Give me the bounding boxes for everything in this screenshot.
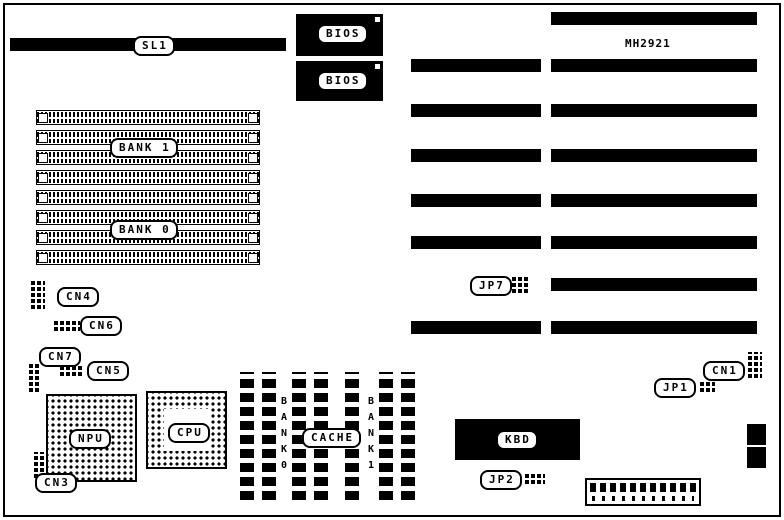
bios-notch	[375, 17, 380, 22]
simm-socket	[36, 190, 260, 205]
cn1-connector	[748, 352, 762, 378]
sl1-label: SL1	[133, 36, 175, 56]
kbd-label: KBD	[496, 430, 538, 450]
expansion-slot	[411, 321, 541, 334]
keyboard-din-connector	[747, 424, 766, 445]
jp1-jumper-block	[700, 380, 715, 392]
npu-label: NPU	[69, 429, 111, 449]
expansion-slot	[411, 149, 541, 162]
expansion-slot	[411, 236, 541, 249]
cn7-label: CN7	[39, 347, 81, 367]
cache-bank0-label: BANK0	[276, 372, 292, 500]
pin-header-row	[590, 483, 696, 492]
bank1-label: BANK 1	[110, 138, 178, 158]
cache-label: CACHE	[302, 428, 362, 448]
jp2-jumper-block	[525, 472, 545, 484]
simm-socket	[36, 170, 260, 185]
expansion-slot	[551, 104, 757, 117]
bottom-pin-header	[585, 478, 701, 506]
cache-chip-grid	[240, 372, 276, 500]
expansion-slot	[551, 149, 757, 162]
expansion-slot	[551, 12, 757, 25]
cn4-label: CN4	[57, 287, 99, 307]
jp7-label: JP7	[470, 276, 512, 296]
expansion-slot	[411, 194, 541, 207]
jp1-label: JP1	[654, 378, 696, 398]
bank0-label: BANK 0	[110, 220, 178, 240]
expansion-slot	[411, 59, 541, 72]
cn5-connector	[60, 365, 84, 376]
expansion-slot	[551, 278, 757, 291]
bios-label-1: BIOS	[317, 24, 368, 44]
cn6-connector	[54, 320, 80, 331]
expansion-slot	[551, 236, 757, 249]
cache-bank1-label: BANK1	[363, 372, 379, 500]
cache-chip-grid	[379, 372, 420, 500]
cn6-label: CN6	[80, 316, 122, 336]
expansion-slot	[411, 104, 541, 117]
cpu-label: CPU	[168, 423, 210, 443]
simm-socket	[36, 110, 260, 125]
npu-socket	[46, 394, 137, 482]
expansion-slot	[551, 194, 757, 207]
expansion-slot	[551, 59, 757, 72]
bios-label-2: BIOS	[317, 71, 368, 91]
bios-notch	[375, 64, 380, 69]
cn5-label: CN5	[87, 361, 129, 381]
simm-socket	[36, 250, 260, 265]
keyboard-din-connector	[747, 447, 766, 468]
board-outline	[3, 3, 781, 517]
pin-header-row	[592, 496, 694, 501]
jp7-jumper-block	[512, 275, 528, 293]
expansion-slot	[551, 321, 757, 334]
model-number: MH2921	[625, 37, 671, 50]
cn3-connector	[34, 452, 46, 478]
cn7-connector	[29, 364, 41, 392]
jp2-label: JP2	[480, 470, 522, 490]
cn4-connector	[31, 279, 45, 309]
cn3-label: CN3	[35, 473, 77, 493]
cn1-label: CN1	[703, 361, 745, 381]
